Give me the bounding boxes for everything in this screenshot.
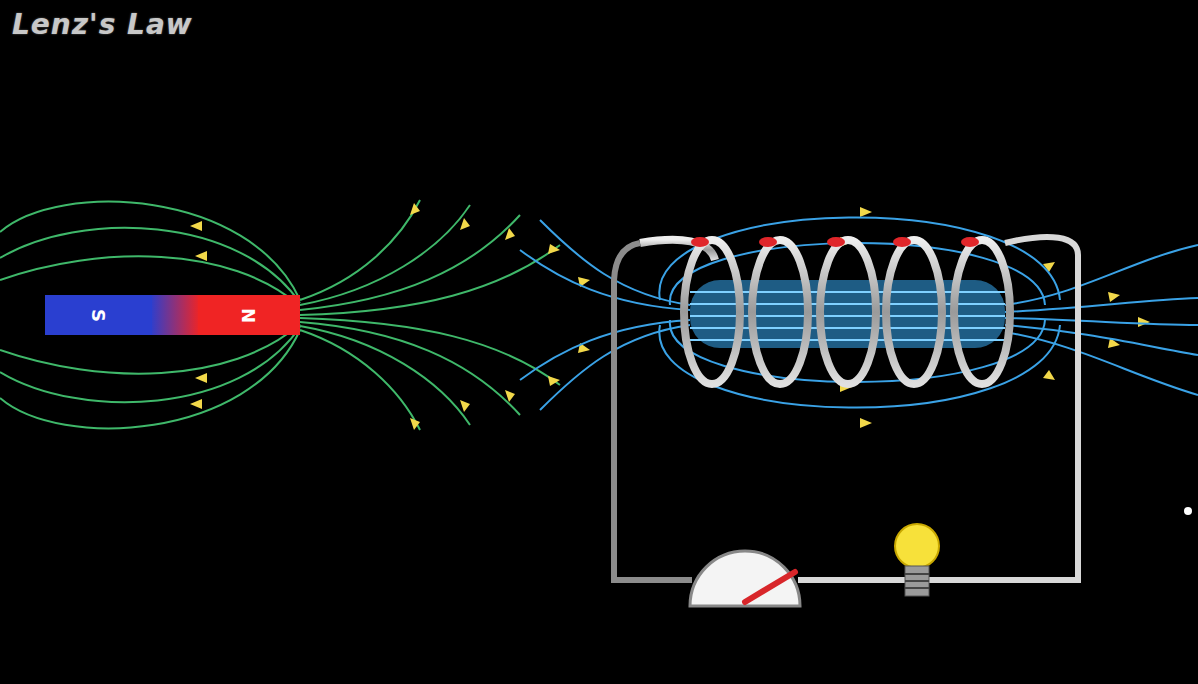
bulb-threads (905, 574, 929, 588)
magnet-body (150, 295, 200, 335)
wire (614, 243, 692, 580)
field-arrows (190, 203, 1150, 430)
dot (1184, 507, 1192, 515)
galvanometer-needle (745, 572, 795, 602)
pole-label: S (88, 309, 109, 322)
bulb-base (905, 566, 929, 596)
light-bulb (895, 524, 939, 568)
coil-marks (691, 237, 979, 247)
galvanometer (690, 551, 800, 606)
title: Lenz's Law (12, 8, 193, 41)
magnet-field-lines (0, 200, 560, 430)
pole-label: N (238, 307, 259, 322)
coil (640, 240, 1010, 384)
wire (798, 237, 1078, 580)
coil-field-lines (520, 217, 1198, 410)
magnet-pole: N (198, 295, 300, 335)
magnet-pole: S (45, 295, 152, 335)
